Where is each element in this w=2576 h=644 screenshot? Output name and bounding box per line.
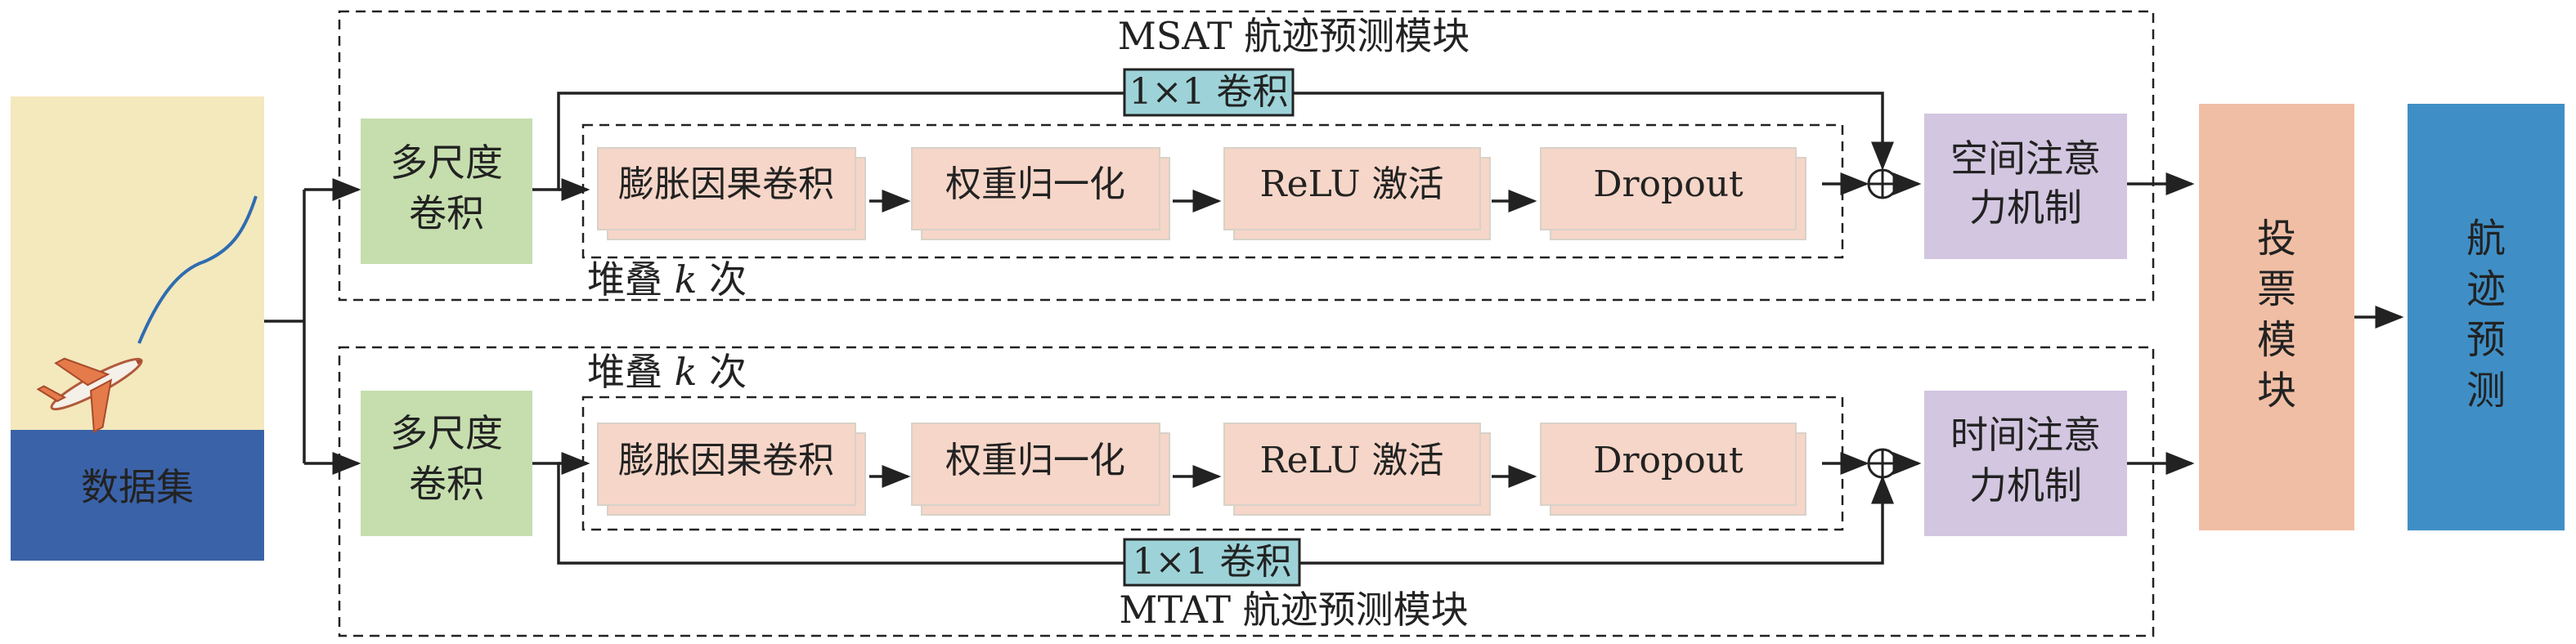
msat-frame <box>338 10 2155 302</box>
mtat-block-1-label: 膨胀因果卷积 <box>618 440 834 481</box>
output-box <box>2408 104 2565 530</box>
msat-stack-label: 堆叠 k 次 <box>587 257 747 302</box>
msat-block-1: 膨胀因果卷积 <box>597 147 866 240</box>
mtat-sum-node <box>1867 448 1898 479</box>
msat-block-3: ReLU 激活 <box>1223 147 1491 240</box>
vote-char-4: 块 <box>2257 368 2296 414</box>
mtat-title: MTAT 航迹预测模块 <box>1119 588 1468 632</box>
dataset-fork <box>264 178 361 475</box>
airplane-icon <box>36 357 143 433</box>
trajectory-prediction-output: 航 迹 预 测 <box>2408 104 2565 530</box>
msat-module: MSAT 航迹预测模块 多尺度 卷积 1×1 卷积 膨胀因果卷积 权重归一化 R… <box>338 10 2155 302</box>
msat-block-2: 权重归一化 <box>911 147 1170 240</box>
output-char-4: 测 <box>2466 368 2506 414</box>
mtat-block-2: 权重归一化 <box>911 423 1170 516</box>
msat-multiscale-line2: 卷积 <box>409 191 484 235</box>
mtat-block-1: 膨胀因果卷积 <box>597 423 866 516</box>
msat-multiscale-line1: 多尺度 <box>390 141 503 185</box>
msat-block-2-label: 权重归一化 <box>945 163 1125 205</box>
trajectory-curve <box>137 195 258 344</box>
output-char-3: 预 <box>2466 317 2506 363</box>
vote-char-1: 投 <box>2257 216 2296 262</box>
mtat-block-4: Dropout <box>1540 423 1806 516</box>
mtat-block-2-label: 权重归一化 <box>945 440 1125 481</box>
msat-spatial-attention <box>1924 114 2127 259</box>
mtat-module: MTAT 航迹预测模块 多尺度 卷积 1×1 卷积 膨胀因果卷积 权重归一化 R… <box>338 346 2155 637</box>
msat-attention-line2: 力机制 <box>1969 186 2082 230</box>
dataset-panel: 数据集 <box>11 96 264 561</box>
vote-char-3: 模 <box>2257 317 2296 363</box>
mtat-block-3: ReLU 激活 <box>1223 423 1491 516</box>
dataset-sky <box>11 96 264 430</box>
vote-box <box>2199 104 2354 530</box>
msat-bypass-edge <box>532 92 1894 191</box>
mtat-conv1x1-box <box>1123 538 1301 587</box>
msat-block-3-label: ReLU 激活 <box>1259 163 1443 205</box>
mtat-multiscale-line2: 卷积 <box>409 462 484 506</box>
output-char-1: 航 <box>2466 216 2506 262</box>
msat-conv1x1-label: 1×1 卷积 <box>1129 71 1289 113</box>
msat-block-4-label: Dropout <box>1593 163 1744 205</box>
mtat-multiscale-conv <box>361 391 532 536</box>
vote-module: 投 票 模 块 <box>2199 104 2354 530</box>
msat-multiscale-conv <box>361 119 532 264</box>
mtat-multiscale-line1: 多尺度 <box>390 411 503 455</box>
msat-attention-line1: 空间注意 <box>1950 136 2101 181</box>
output-char-2: 迹 <box>2466 266 2506 312</box>
msat-conv1x1-box <box>1123 68 1295 117</box>
mtat-block-3-label: ReLU 激活 <box>1259 440 1443 481</box>
mtat-temporal-attention <box>1924 391 2127 536</box>
msat-block-4: Dropout <box>1540 147 1806 240</box>
dataset-label: 数据集 <box>81 465 194 509</box>
mtat-frame <box>338 346 2155 637</box>
msat-sum-node <box>1867 168 1898 199</box>
msat-block-1-label: 膨胀因果卷积 <box>618 163 834 205</box>
vote-char-2: 票 <box>2257 266 2296 312</box>
dataset-base <box>11 430 264 561</box>
msat-title: MSAT 航迹预测模块 <box>1118 14 1470 58</box>
mtat-bypass-edge <box>532 462 1894 565</box>
mtat-conv1x1-label: 1×1 卷积 <box>1133 541 1292 583</box>
mtat-stack-label: 堆叠 k 次 <box>587 350 747 394</box>
mtat-block-4-label: Dropout <box>1593 440 1744 481</box>
mtat-attention-line1: 时间注意 <box>1950 413 2101 457</box>
mtat-attention-line2: 力机制 <box>1969 463 2082 508</box>
